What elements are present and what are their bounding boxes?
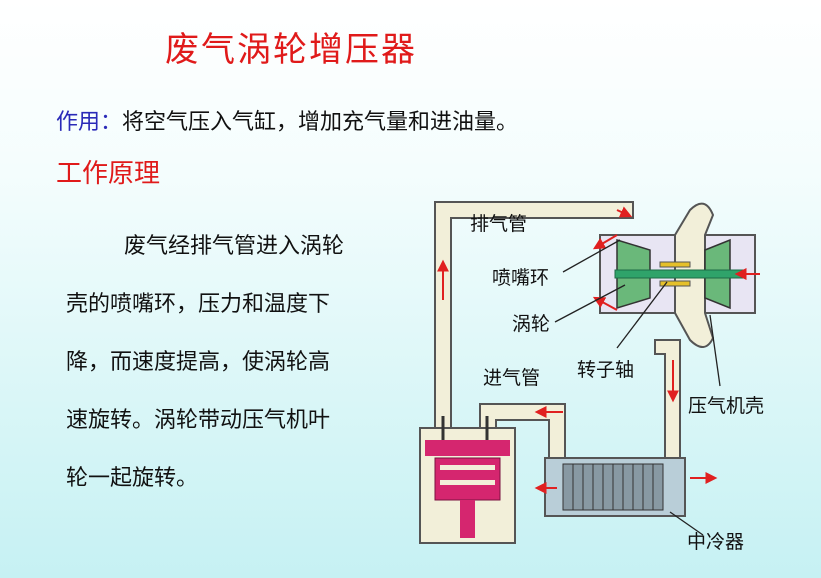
shaft-bearing	[659, 280, 691, 287]
label-rotor-shaft: 转子轴	[577, 359, 634, 381]
leader-turbine	[554, 284, 626, 323]
piston-ring	[440, 465, 495, 470]
compressor-outlet-pipe	[654, 339, 681, 461]
label-compressor-housing: 压气机壳	[688, 395, 764, 417]
usage-text: 将空气压入气缸，增加充气量和进油量。	[122, 110, 519, 135]
piston-ring	[440, 480, 495, 485]
turbocharger-diagram: 排气管 喷嘴环 涡轮 进气管 转子轴 压气机壳 中冷器	[419, 201, 764, 553]
label-exhaust-pipe: 排气管	[470, 213, 527, 235]
principle-paragraph: 废气经排气管进入涡轮 壳的喷嘴环，压力和温度下 降，而速度提高，使涡轮高 速旋转…	[66, 218, 406, 508]
leader-compressor-housing	[709, 314, 721, 387]
leader-rotor-shaft	[616, 281, 668, 349]
paragraph-line: 废气经排气管进入涡轮	[124, 234, 345, 259]
cylinder-head	[425, 440, 510, 456]
intercooler-core	[562, 463, 664, 511]
paragraph-line: 降，而速度提高，使涡轮高	[66, 350, 331, 375]
leader-intercooler	[669, 511, 704, 536]
rotor-shaft	[614, 269, 746, 279]
principle-heading: 工作原理	[56, 159, 161, 189]
label-intake-pipe: 进气管	[483, 367, 540, 389]
piston	[434, 457, 501, 501]
shaft-bearing	[659, 261, 691, 268]
connecting-rod	[460, 500, 475, 538]
exhaust-outlet-arrow	[592, 296, 618, 311]
exhaust-pipe-arrow	[616, 206, 633, 218]
page-title: 废气涡轮增压器	[165, 30, 417, 70]
usage-line: 作用：将空气压入气缸，增加充气量和进油量。	[56, 104, 518, 136]
usage-label: 作用：	[56, 110, 123, 135]
paragraph-line: 轮一起旋转。	[66, 466, 199, 491]
leader-nozzle-ring	[562, 239, 621, 273]
paragraph-line: 壳的喷嘴环，压力和温度下	[66, 292, 331, 317]
label-nozzle-ring: 喷嘴环	[492, 267, 549, 289]
label-turbine: 涡轮	[512, 313, 550, 335]
paragraph-line: 速旋转。涡轮带动压气机叶	[66, 408, 331, 433]
label-intercooler: 中冷器	[687, 531, 744, 553]
exhaust-outlet-arrow	[592, 234, 618, 250]
